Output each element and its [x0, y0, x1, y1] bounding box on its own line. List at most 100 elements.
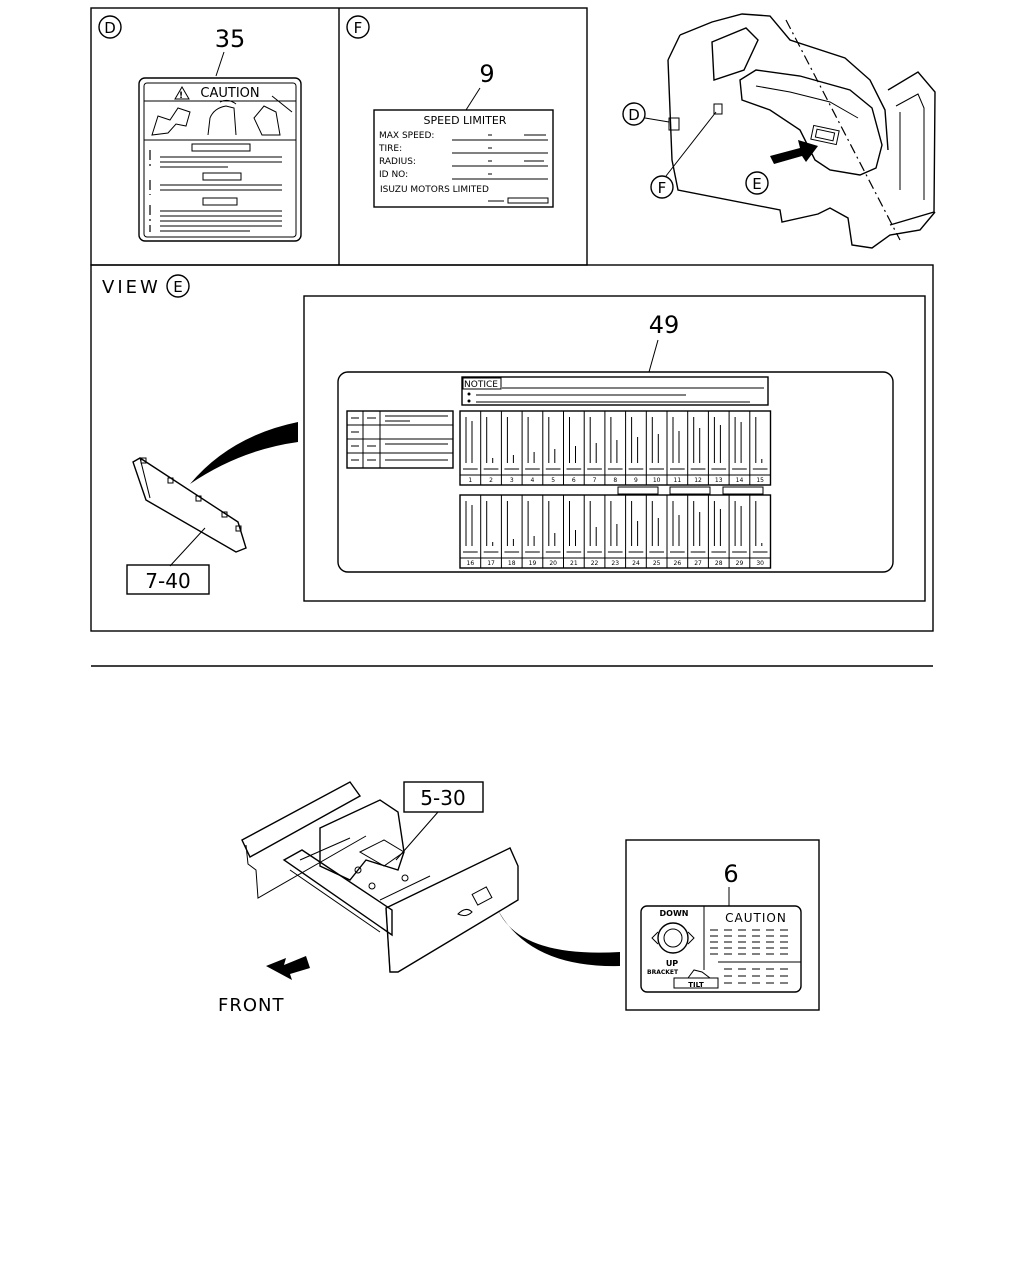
cab-callout-e: E [752, 175, 761, 193]
fuse-number: 8 [613, 477, 617, 484]
front-arrow-icon [266, 956, 310, 980]
view-e-title-word: VIEW [102, 277, 161, 298]
detail-panel-6: 6 DOWN UP BRACKET TILT CAUTION [625, 839, 820, 1011]
detail-curved-arrow [498, 910, 620, 967]
cab-door [887, 71, 936, 226]
cab-callout-f: F [658, 179, 667, 197]
callout-circle-f-cab [650, 175, 674, 199]
fuse-slot: 1 [463, 417, 478, 484]
fuse-number: 9 [634, 477, 638, 484]
speed-limiter-label-9: SPEED LIMITER MAX SPEED: TIRE: RADIUS: I… [373, 109, 554, 208]
label-position-d [668, 117, 680, 131]
side-frame [385, 847, 519, 973]
bracket [319, 799, 405, 881]
fuse-slot: 27 [690, 501, 706, 567]
part-number-35: 35 [215, 25, 246, 53]
speed-limiter-row-tire: TIRE: [378, 144, 402, 154]
up-label: UP [666, 959, 678, 968]
fuse-slot: 16 [463, 501, 478, 567]
fuse-number: 7 [593, 477, 597, 484]
view-e-title-letter: E [173, 278, 182, 296]
fuse-slot: 18 [504, 501, 520, 567]
fuse-number: 2 [489, 477, 493, 484]
fuse-slot: 19 [525, 501, 540, 567]
callout-circle-e-cab [745, 171, 769, 195]
ref-5-30: 5-30 [420, 786, 465, 810]
rotate-knob-icon [657, 922, 689, 954]
fuse-number: 3 [510, 477, 514, 484]
fuse-slot: 9 [628, 417, 644, 484]
fuse-slot: 24 [628, 501, 644, 567]
panel-d: D 35 ! CAUTION [98, 15, 302, 242]
fuse-slot: 22 [587, 501, 602, 567]
fuse-number: 22 [591, 560, 599, 567]
view-e-arrow [770, 140, 818, 164]
callout-letter-d: D [104, 19, 116, 37]
fuse-number: 20 [549, 560, 557, 567]
fuse-slot: 14 [732, 417, 747, 484]
spare-fuse-slot [722, 486, 764, 495]
callout-circle-e-view [166, 274, 190, 298]
front-label: FRONT [218, 995, 285, 1016]
callout-circle-d [98, 15, 122, 39]
fuse-number: 10 [653, 477, 661, 484]
caution-label-35: ! CAUTION [138, 77, 302, 242]
fuse-number: 19 [529, 560, 537, 567]
ref-box-5-30 [403, 781, 484, 813]
speed-limiter-maker: ISUZU MOTORS LIMITED [380, 185, 489, 195]
fuse-number: 28 [715, 560, 723, 567]
caution-text-6: CAUTION [725, 911, 787, 925]
warning-triangle-icon [174, 86, 190, 100]
leader-35 [215, 51, 225, 77]
fuse-number: 4 [531, 477, 535, 484]
fuse-slot: 29 [732, 501, 747, 567]
down-label: DOWN [660, 909, 689, 918]
fuse-number: 11 [674, 477, 682, 484]
svg-text:!: ! [179, 91, 183, 101]
fuse-slot: 13 [711, 417, 727, 484]
fuse-slot: 25 [649, 501, 664, 567]
fuse-number: 26 [674, 560, 682, 567]
fuse-number: 5 [551, 477, 555, 484]
fuse-number: 6 [572, 477, 576, 484]
tilt-cab-pictogram-icon [151, 107, 191, 136]
notice-box [461, 376, 769, 406]
fuse-slot: 17 [483, 501, 499, 567]
fuse-number: 13 [715, 477, 723, 484]
door-window [711, 27, 759, 81]
callout-letter-f: F [354, 19, 363, 37]
fuse-number: 30 [756, 560, 764, 567]
fuse-slot: 5 [545, 417, 561, 484]
speed-limiter-title: SPEED LIMITER [424, 114, 507, 127]
fuse-number: 15 [756, 477, 764, 484]
view-e-detail-frame [303, 295, 926, 602]
fuse-slot: 10 [649, 417, 664, 484]
fuse-slot: 28 [711, 501, 727, 567]
fuse-slot: 20 [545, 501, 561, 567]
speed-limiter-row-radius: RADIUS: [379, 157, 416, 167]
view-e-section: VIEW E 7-40 49 NOTICE [90, 264, 934, 632]
fuse-slot: 4 [525, 417, 540, 484]
tilt-label: TILT [688, 981, 704, 989]
fuse-slot: 26 [670, 501, 685, 567]
fuse-slot: 15 [752, 417, 768, 484]
bracket-label: BRACKET [647, 969, 679, 976]
fuse-number: 25 [653, 560, 661, 567]
fuse-number: 14 [736, 477, 744, 484]
panel-f: F 9 SPEED LIMITER MAX SPEED: TIRE: RADIU… [346, 15, 554, 208]
dashboard [739, 69, 883, 176]
part-number-49: 49 [649, 311, 680, 339]
cab-lift-pictogram-icon [207, 105, 237, 136]
view-e-curved-arrow [190, 422, 298, 484]
callout-circle-d-cab [622, 102, 646, 126]
fuse-label-49: NOTICE [337, 371, 894, 573]
ref-7-40: 7-40 [145, 569, 190, 593]
fuse-number: 1 [468, 477, 472, 484]
fuse-number: 16 [467, 560, 475, 567]
notice-heading: NOTICE [464, 380, 498, 390]
frame-illustration: FRONT 5-30 [218, 781, 620, 1016]
speed-limiter-row-id: ID NO: [379, 170, 408, 180]
fuse-number: 27 [694, 560, 702, 567]
